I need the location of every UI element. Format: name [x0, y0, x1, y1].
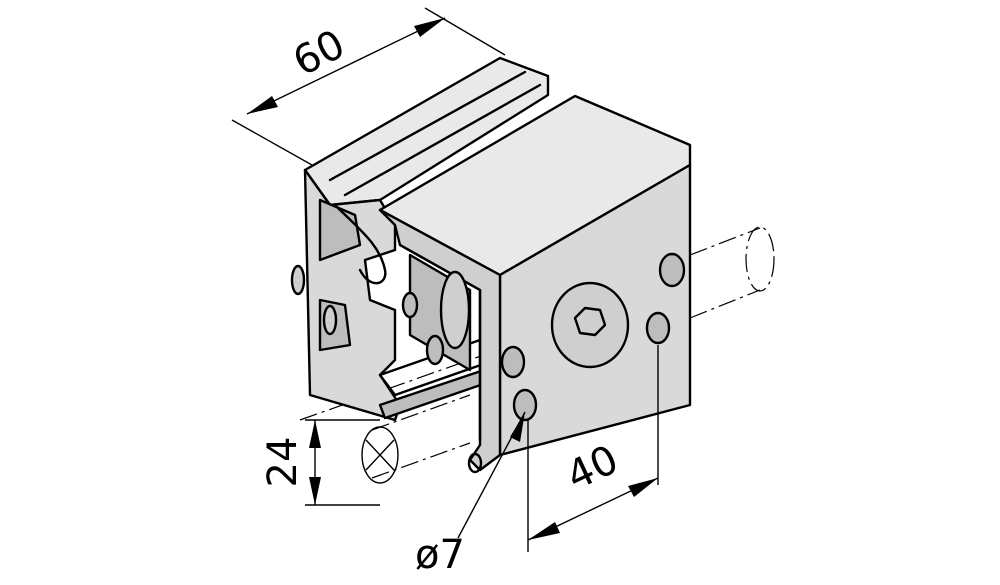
hex-socket-icon [573, 306, 607, 337]
aluminium-profile [290, 56, 550, 422]
center-bolt-hole [550, 281, 630, 369]
bracket-holes [500, 252, 686, 422]
dimension-spacing-label: 40 [560, 437, 626, 500]
dimension-height: 24 [260, 419, 380, 506]
dimension-height-label: 24 [260, 437, 306, 488]
dimension-hole-diameter-label: ø7 [415, 532, 465, 578]
dimension-width-label: 60 [286, 21, 352, 85]
shaft-centerlines [299, 226, 775, 484]
dimension-hole-diameter: ø7 [415, 411, 526, 578]
